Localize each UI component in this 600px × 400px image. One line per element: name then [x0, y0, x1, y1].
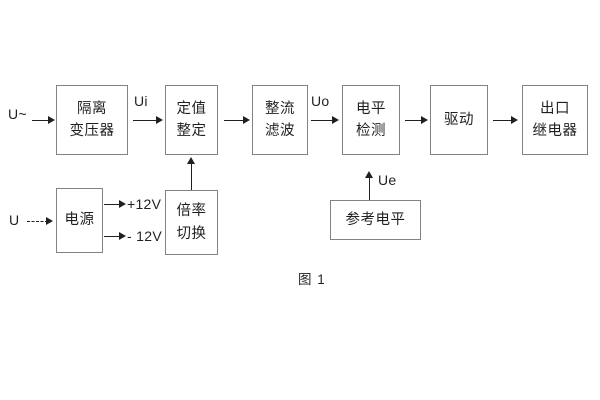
arrowhead-setpoint-to-rectify-filter [243, 116, 250, 124]
block-isolation-transformer-line-1: 隔离 [77, 100, 107, 117]
arrowhead-multiplier-switch-to-setpoint [187, 157, 195, 164]
connector-power-supply-rail-negative [104, 236, 120, 237]
input-label-u-ac: U~ [8, 106, 27, 122]
arrowhead-input-to-isolation-transformer [48, 116, 55, 124]
block-level-detection[interactable]: 电平 检测 [342, 85, 400, 155]
connector-level-detection-to-driver [405, 120, 423, 121]
connector-driver-to-output-relay [493, 120, 512, 121]
connector-reference-level-to-level-detection [369, 178, 370, 200]
block-multiplier-switch-line-2: 切换 [176, 225, 207, 242]
block-setpoint-setting[interactable]: 定值 整定 [165, 85, 218, 155]
rail-label-positive-12v: +12V [127, 196, 162, 212]
connector-input-to-isolation-transformer [32, 120, 49, 121]
block-level-detection-line-1: 电平 [356, 100, 386, 117]
arrowhead-driver-to-output-relay [511, 116, 518, 124]
block-output-relay-line-2: 继电器 [532, 123, 578, 139]
connector-setpoint-to-rectify-filter [224, 120, 244, 121]
rail-label-negative-12v: - 12V [127, 228, 162, 244]
block-power-supply[interactable]: 电源 [56, 188, 103, 253]
signal-label-ue: Ue [378, 172, 397, 188]
block-rectify-filter[interactable]: 整流 滤波 [252, 85, 308, 155]
block-level-detection-line-2: 检测 [356, 123, 386, 139]
block-isolation-transformer[interactable]: 隔离 变压器 [56, 85, 128, 155]
block-multiplier-switch[interactable]: 倍率 切换 [165, 190, 218, 255]
block-isolation-transformer-line-2: 变压器 [69, 123, 115, 139]
block-reference-level[interactable]: 参考电平 [330, 200, 421, 240]
signal-label-ui: Ui [134, 93, 148, 109]
block-multiplier-switch-line-1: 倍率 [176, 203, 207, 220]
connector-multiplier-switch-to-setpoint [191, 164, 192, 190]
block-driver[interactable]: 驱动 [430, 85, 488, 155]
arrowhead-reference-level-to-level-detection [365, 171, 373, 178]
connector-power-supply-rail-positive [104, 204, 120, 205]
block-setpoint-setting-line-1: 定值 [176, 100, 207, 117]
block-rectify-filter-line-2: 滤波 [265, 123, 295, 139]
block-output-relay[interactable]: 出口 继电器 [522, 85, 588, 155]
arrowhead-isolation-transformer-to-setpoint [156, 116, 163, 124]
input-label-u-dc: U [9, 212, 20, 228]
connector-input-to-power-supply [27, 221, 48, 222]
arrowhead-power-supply-rail-positive [119, 200, 126, 208]
arrowhead-input-to-power-supply [46, 217, 53, 225]
block-setpoint-setting-line-2: 整定 [176, 123, 207, 139]
arrowhead-rectify-filter-to-level-detection [332, 116, 339, 124]
block-output-relay-line-1: 出口 [540, 100, 570, 117]
signal-label-uo: Uo [311, 93, 330, 109]
block-reference-level-line-1: 参考电平 [345, 211, 406, 228]
block-driver-line-1: 驱动 [444, 111, 474, 128]
arrowhead-power-supply-rail-negative [119, 232, 126, 240]
block-power-supply-line-1: 电源 [64, 212, 95, 229]
connector-rectify-filter-to-level-detection [311, 120, 333, 121]
block-rectify-filter-line-1: 整流 [265, 100, 295, 117]
figure-caption: 图 1 [298, 272, 326, 287]
connector-isolation-transformer-to-setpoint [133, 120, 157, 121]
arrowhead-level-detection-to-driver [421, 116, 428, 124]
